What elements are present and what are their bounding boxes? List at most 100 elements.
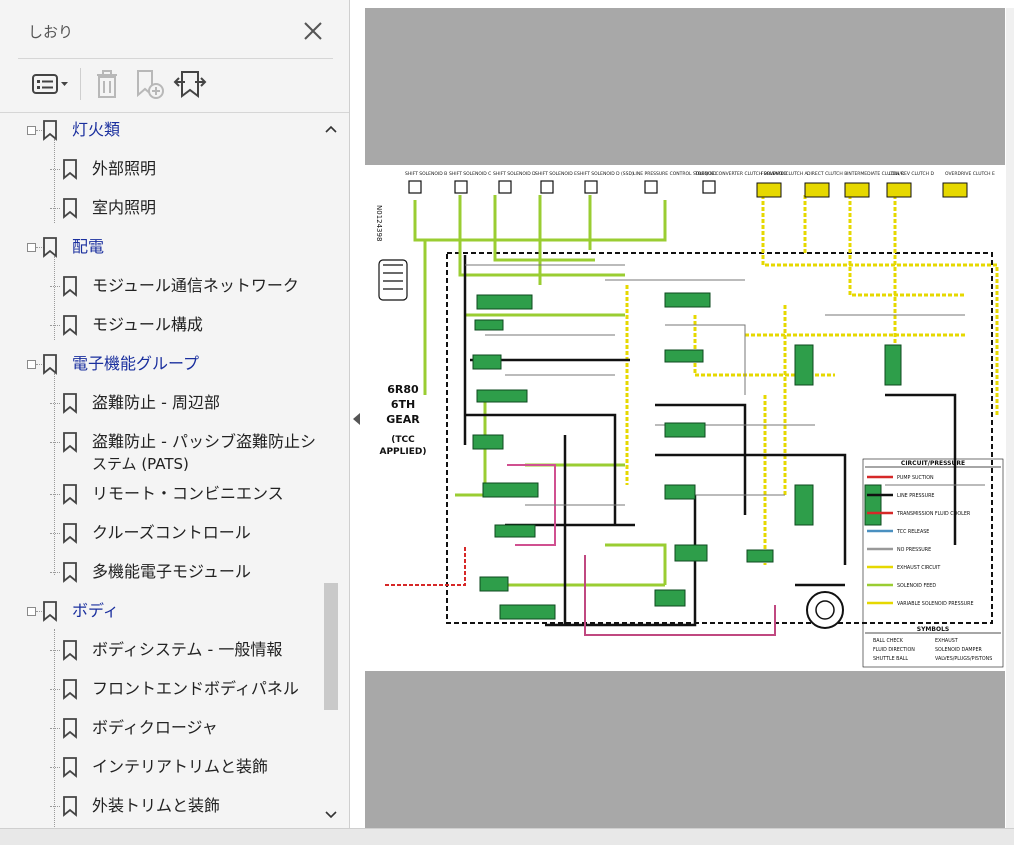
tree-connector <box>50 325 60 326</box>
tree-connector <box>50 286 60 287</box>
list-options-icon <box>32 74 68 94</box>
symbol-label: BALL CHECK <box>873 638 904 644</box>
bookmark-icon <box>63 276 77 297</box>
tree-connector <box>50 442 60 443</box>
legend-label: PUMP SUCTION <box>897 475 934 481</box>
bookmark-item[interactable]: 多機能電子モジュール <box>0 557 320 596</box>
bookmark-label: モジュール通信ネットワーク <box>92 276 299 295</box>
bookmark-label: リモート・コンビニエンス <box>92 484 284 503</box>
delete-bookmark-button[interactable] <box>92 66 122 102</box>
close-icon <box>304 22 322 40</box>
collapse-panel-button[interactable] <box>350 405 364 433</box>
bookmark-group-item[interactable]: ボディ <box>0 596 320 635</box>
collapse-toggle[interactable] <box>27 360 36 369</box>
tree-connector <box>50 533 60 534</box>
bookmark-group-item[interactable]: 電子機能グループ <box>0 349 320 388</box>
new-bookmark-button[interactable] <box>132 66 166 102</box>
bookmark-icon <box>63 159 77 180</box>
bookmark-icon <box>63 796 77 817</box>
bookmark-item[interactable]: リモート・コンビニエンス <box>0 479 320 518</box>
collapse-toggle[interactable] <box>27 607 36 616</box>
bookmark-icon <box>63 562 77 583</box>
viewer-scrollbar[interactable] <box>1006 8 1014 828</box>
symbol-label: VALVES/PLUGS/PISTONS <box>935 656 992 662</box>
find-bookmark-button[interactable] <box>172 66 208 102</box>
diagram-top-label: INTERMEDIATE CLUTCH C <box>847 171 904 177</box>
legend-label: VARIABLE SOLENOID PRESSURE <box>897 601 974 607</box>
close-panel-button[interactable] <box>300 18 326 44</box>
bookmark-icon <box>63 432 77 453</box>
diagram-gear-word: GEAR <box>386 413 420 426</box>
chevron-left-icon <box>353 413 360 425</box>
tree-connector <box>50 169 60 170</box>
bookmark-icon <box>43 354 57 375</box>
symbol-label: SOLENOID DAMPER <box>935 647 982 653</box>
bookmark-label-continuation: ステム (PATS) <box>92 455 189 473</box>
tree-connector <box>50 728 60 729</box>
bookmark-icon <box>43 237 57 258</box>
bookmark-item[interactable]: モジュール通信ネットワーク <box>0 271 320 310</box>
toolbar-divider <box>0 112 349 113</box>
bookmark-item[interactable]: 外部照明 <box>0 154 320 193</box>
bookmark-icon <box>43 120 57 141</box>
diagram-top-label: SHIFT SOLENOID E <box>535 171 577 177</box>
tree-connector <box>36 364 44 365</box>
chevron-up-icon <box>325 125 337 133</box>
bookmark-label: ボディシステム - 一般情報 <box>92 640 283 659</box>
bookmark-item[interactable]: クルーズコントロール <box>0 518 320 557</box>
collapse-toggle[interactable] <box>27 126 36 135</box>
bookmark-icon <box>63 718 77 739</box>
diagram-model: 6R80 <box>387 383 419 396</box>
collapse-toggle[interactable] <box>27 243 36 252</box>
bookmark-item[interactable]: 盗難防止 - パッシブ盗難防止システム (PATS) <box>0 427 320 479</box>
tree-connector <box>54 373 55 575</box>
tree-connector <box>50 689 60 690</box>
bookmark-icon <box>63 523 77 544</box>
bookmark-icon <box>43 601 57 622</box>
bookmark-icon <box>63 679 77 700</box>
tree-connector <box>50 572 60 573</box>
diagram-top-label: SHIFT SOLENOID B <box>405 171 447 177</box>
diagram-top-label: FORWARD CLUTCH A <box>761 171 809 177</box>
symbol-label: FLUID DIRECTION <box>873 647 915 653</box>
scroll-down-button[interactable] <box>320 805 342 825</box>
diagram-mode-2: APPLIED) <box>380 447 427 457</box>
bookmark-item[interactable]: 盗難防止 - 周辺部 <box>0 388 320 427</box>
tree-connector <box>50 208 60 209</box>
bookmark-group-item[interactable]: 灯火類 <box>0 115 320 154</box>
tree-scrollbar[interactable] <box>320 113 342 828</box>
bookmark-label: 室内照明 <box>92 198 157 217</box>
tree-connector <box>54 139 55 223</box>
bookmark-icon <box>63 484 77 505</box>
bookmark-item[interactable]: 外装トリムと装飾 <box>0 791 320 828</box>
bookmark-label: フロントエンドボディパネル <box>92 679 299 698</box>
tree-connector <box>50 806 60 807</box>
trash-icon <box>97 70 117 98</box>
scroll-up-button[interactable] <box>320 119 342 139</box>
scroll-thumb[interactable] <box>324 583 338 710</box>
bookmark-label: インテリアトリムと装飾 <box>92 757 269 776</box>
bookmark-group-item[interactable]: 配電 <box>0 232 320 271</box>
diagram-top-label: TORQUE CONVERTER CLUTCH SOLENOID <box>694 171 788 177</box>
bookmark-item[interactable]: ボディクロージャ <box>0 713 320 752</box>
bookmark-icon <box>63 393 77 414</box>
diagram-top-label: OVERDRIVE CLUTCH E <box>945 171 995 177</box>
bookmark-label: ボディ <box>72 601 119 620</box>
bookmark-item[interactable]: インテリアトリムと装飾 <box>0 752 320 791</box>
bookmark-icon <box>63 198 77 219</box>
bookmark-item[interactable]: モジュール構成 <box>0 310 320 349</box>
diagram-code: N0124398 <box>375 205 383 241</box>
bookmark-item[interactable]: フロントエンドボディパネル <box>0 674 320 713</box>
legend-label: NO PRESSURE <box>897 547 931 553</box>
symbol-label: SHUTTLE BALL <box>873 656 908 662</box>
tree-connector <box>50 494 60 495</box>
status-bar <box>0 828 1014 845</box>
bookmark-icon <box>63 315 77 336</box>
bookmark-tree: 灯火類外部照明室内照明配電モジュール通信ネットワークモジュール構成電子機能グルー… <box>0 113 320 828</box>
options-menu-button[interactable] <box>28 66 72 102</box>
bookmark-item[interactable]: ボディシステム - 一般情報 <box>0 635 320 674</box>
tree-connector <box>50 767 60 768</box>
bookmark-item[interactable]: 室内照明 <box>0 193 320 232</box>
diagram-top-label: SHIFT SOLENOID D (SSD) <box>577 171 634 177</box>
tree-connector <box>50 650 60 651</box>
